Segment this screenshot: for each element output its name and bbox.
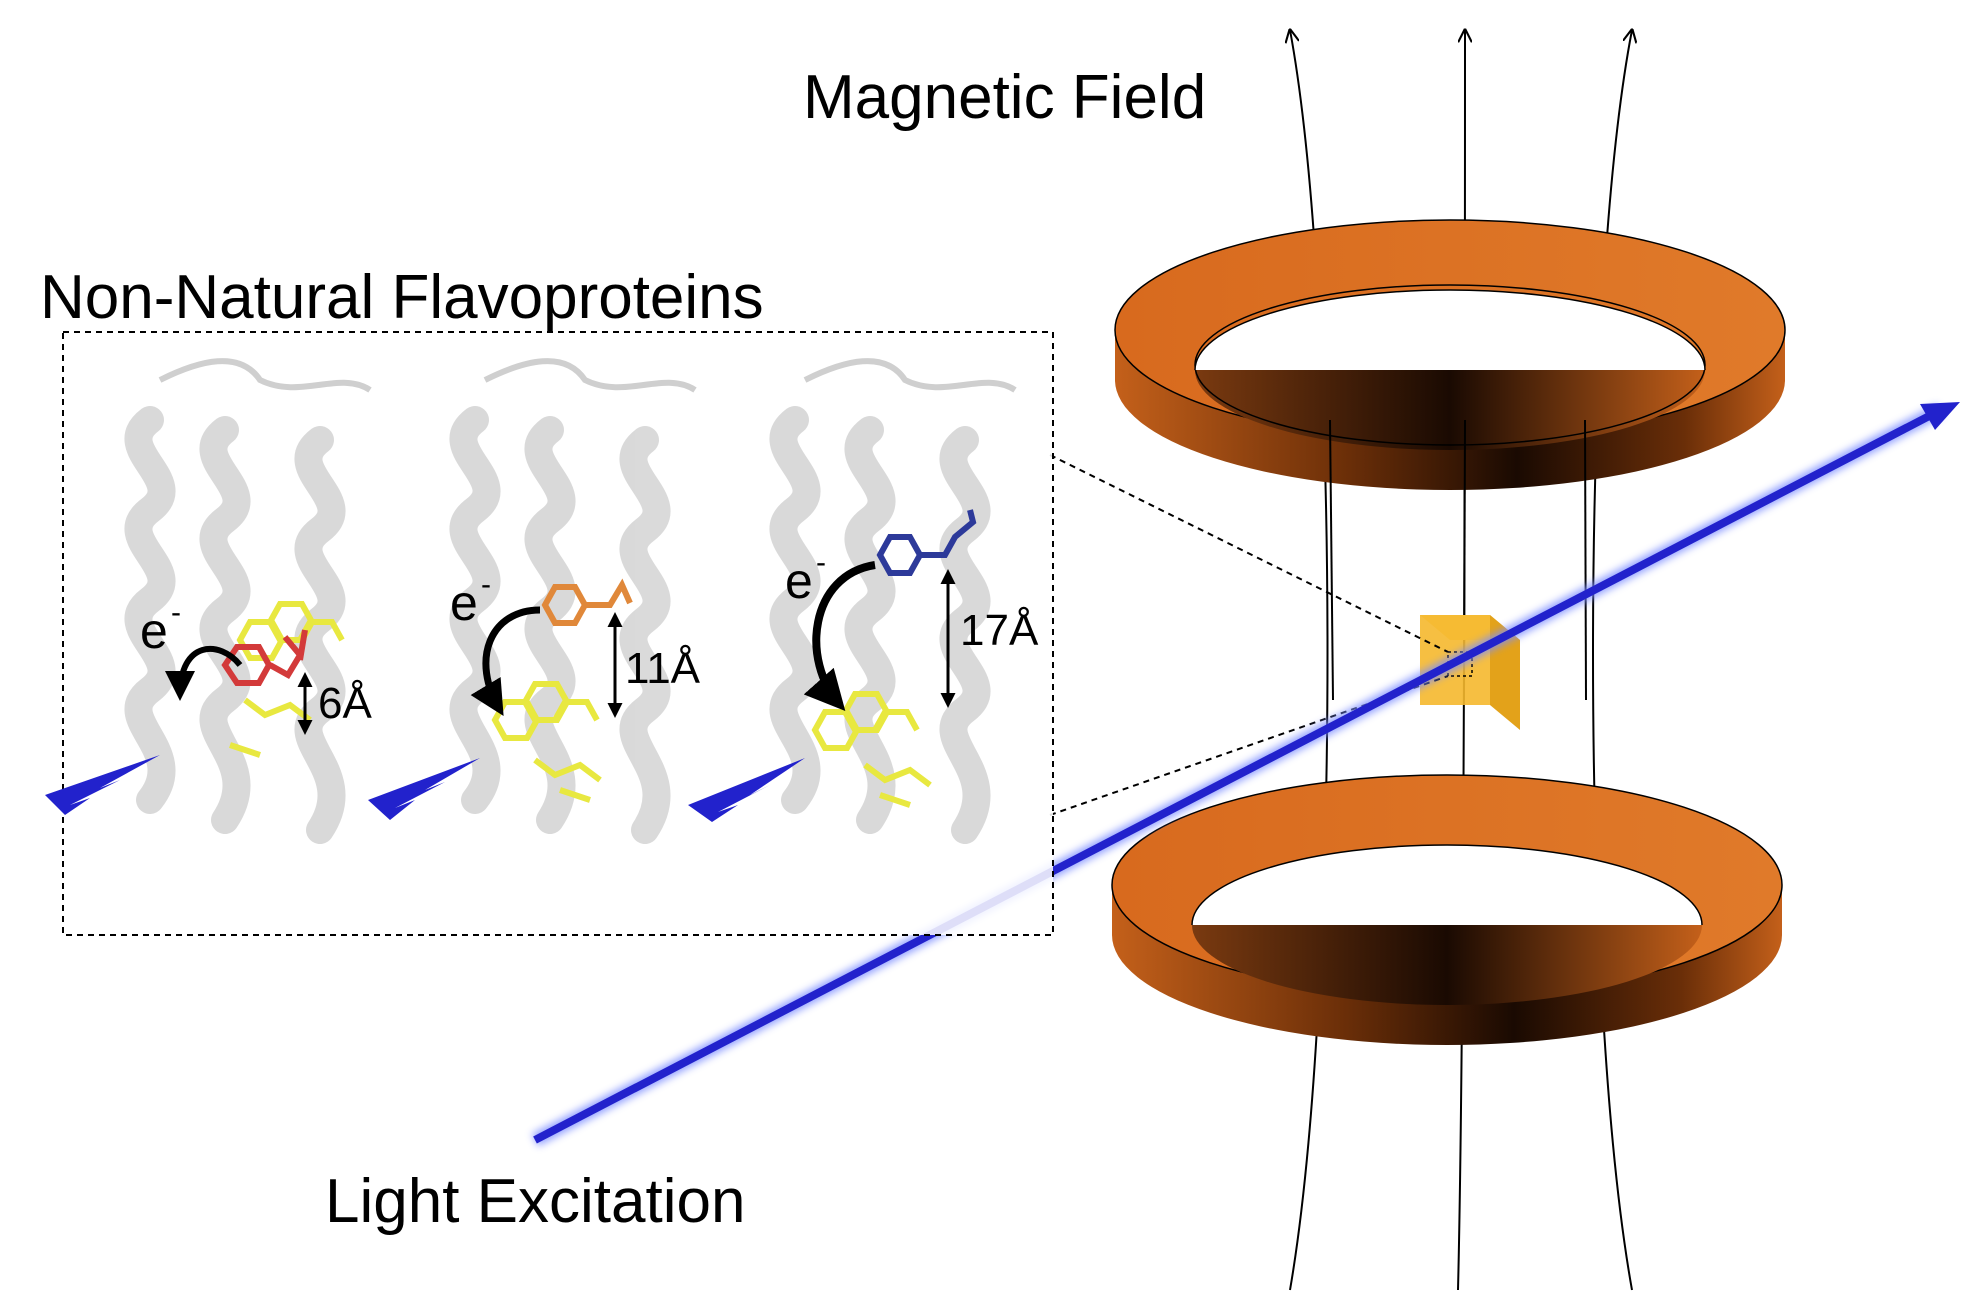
protein-3: e - 17Å xyxy=(688,358,1039,844)
electron-charge: - xyxy=(171,596,181,629)
protein-1: e - 6Å xyxy=(45,358,372,844)
distance-label: 6Å xyxy=(318,679,372,728)
electron-label: e xyxy=(785,553,813,609)
field-line-right xyxy=(1592,30,1632,1291)
distance-label: 17Å xyxy=(960,606,1039,655)
electron-charge: - xyxy=(481,568,491,601)
protein-2: e - 11Å xyxy=(368,358,701,844)
lower-coil xyxy=(1111,774,1783,1045)
light-excitation-title: Light Excitation xyxy=(325,1167,745,1236)
distance-label: 11Å xyxy=(625,644,701,693)
light-beam xyxy=(531,402,1960,1147)
field-line-left xyxy=(1290,30,1329,1291)
zoom-lines xyxy=(1049,454,1449,816)
electron-label: e xyxy=(140,603,168,659)
magnetic-field-title: Magnetic Field xyxy=(803,63,1206,132)
upper-coil xyxy=(1114,219,1786,490)
electron-label: e xyxy=(450,575,478,631)
electron-charge: - xyxy=(816,546,826,579)
flavoproteins-title: Non-Natural Flavoproteins xyxy=(40,263,764,332)
